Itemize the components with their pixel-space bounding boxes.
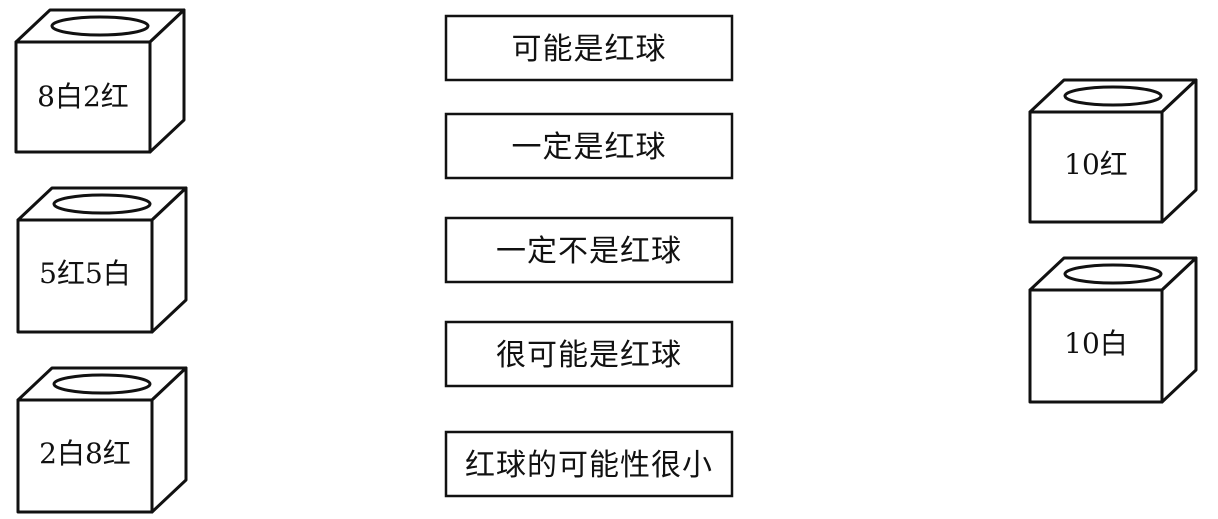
option-label: 一定不是红球 [496,234,682,269]
box-10-white: 10白 [1028,256,1198,404]
box-opening [52,373,152,395]
box-front-face [1028,110,1164,224]
box-label: 10红 [1064,148,1128,181]
box-opening [1063,85,1163,107]
option-box [444,14,734,82]
option-label: 可能是红球 [512,32,667,67]
option-red-unlikely: 红球的可能性很小 [444,430,734,498]
option-label: 红球的可能性很小 [465,448,713,483]
box-2-white-8-red: 2白8红 [16,366,188,514]
box-opening [1063,263,1163,285]
box-front-face [16,218,154,334]
option-certainly-not-red: 一定不是红球 [444,216,734,284]
box-opening [50,15,150,37]
option-box [444,216,734,284]
box-opening [52,193,152,215]
option-label: 很可能是红球 [496,338,682,373]
box-5-red-5-white: 5红5白 [16,186,188,334]
box-8-white-2-red: 8白2红 [14,8,186,154]
box-10-red: 10红 [1028,78,1198,224]
box-label: 10白 [1064,327,1128,360]
option-certainly-red: 一定是红球 [444,112,734,180]
option-label: 一定是红球 [512,130,667,165]
box-label: 2白8红 [39,437,131,470]
option-possibly-red: 可能是红球 [444,14,734,82]
option-box [444,430,734,498]
option-box [444,320,734,388]
box-label: 8白2红 [37,80,129,113]
box-front-face [1028,288,1164,404]
option-box [444,112,734,180]
box-label: 5红5白 [39,257,131,290]
option-very-likely-red: 很可能是红球 [444,320,734,388]
box-front-face [14,40,152,154]
box-front-face [16,398,154,514]
